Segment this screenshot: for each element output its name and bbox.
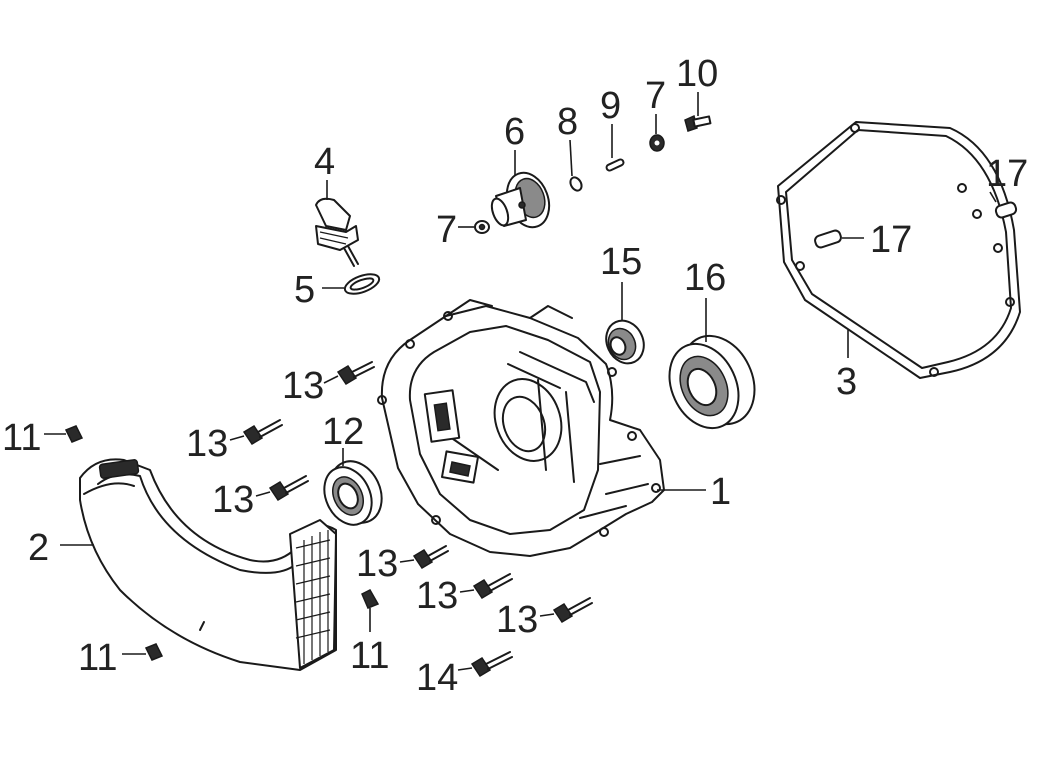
callout-12: 12: [322, 411, 364, 453]
callout-13f: 13: [496, 599, 538, 641]
callout-13c: 13: [212, 479, 254, 521]
governor-gear: [490, 171, 551, 229]
gasket: [776, 121, 1021, 379]
ball-bearing-large: [668, 334, 756, 430]
callout-13d: 13: [356, 543, 398, 585]
callout-9: 9: [600, 85, 621, 127]
callout-2: 2: [28, 527, 49, 569]
callout-7b: 7: [645, 75, 666, 117]
callout-13e: 13: [416, 575, 458, 617]
bolt: [412, 545, 449, 570]
ball-bearing-small: [605, 319, 645, 365]
callout-14: 14: [416, 657, 458, 699]
callout-11c: 11: [78, 637, 117, 679]
callout-8: 8: [557, 101, 578, 143]
washer: [474, 220, 490, 234]
callout-11a: 11: [2, 417, 41, 459]
callout-1: 1: [710, 471, 731, 513]
bolt: [242, 419, 283, 446]
callout-5: 5: [294, 269, 315, 311]
callout-13a: 13: [282, 365, 324, 407]
bolt: [470, 651, 513, 678]
pin: [605, 158, 625, 172]
callout-10: 10: [676, 53, 718, 95]
callout-4: 4: [314, 141, 335, 183]
clip: [569, 176, 583, 192]
flange-bolt: [361, 589, 380, 609]
flange-bolt: [144, 643, 164, 661]
callout-6: 6: [504, 111, 525, 153]
flange-bolt: [64, 425, 84, 443]
small-bolt: [684, 114, 712, 132]
bolt: [336, 361, 375, 386]
o-ring: [343, 273, 381, 295]
callout-3: 3: [836, 361, 857, 403]
callouts: 1 2 3 4 5 6 7 8 9 7 10 11 11 11 12 13 13…: [2, 53, 1028, 699]
oil-seal: [323, 460, 383, 526]
oil-level-sensor: [315, 197, 359, 267]
bolt: [552, 597, 593, 624]
bolt: [268, 475, 309, 502]
dowel-pin: [994, 201, 1018, 219]
callout-13b: 13: [186, 423, 228, 465]
callout-7a: 7: [436, 209, 457, 251]
dowel-pin: [814, 229, 842, 249]
shroud: [79, 458, 337, 671]
washer: [649, 134, 665, 152]
callout-16: 16: [684, 257, 726, 299]
callout-15: 15: [600, 241, 642, 283]
callout-17a: 17: [986, 153, 1028, 195]
bolt: [472, 573, 513, 600]
crankcase-cover: [377, 299, 665, 557]
callout-17b: 17: [870, 219, 912, 261]
leader-lines: [44, 92, 997, 671]
callout-11b: 11: [350, 635, 389, 677]
